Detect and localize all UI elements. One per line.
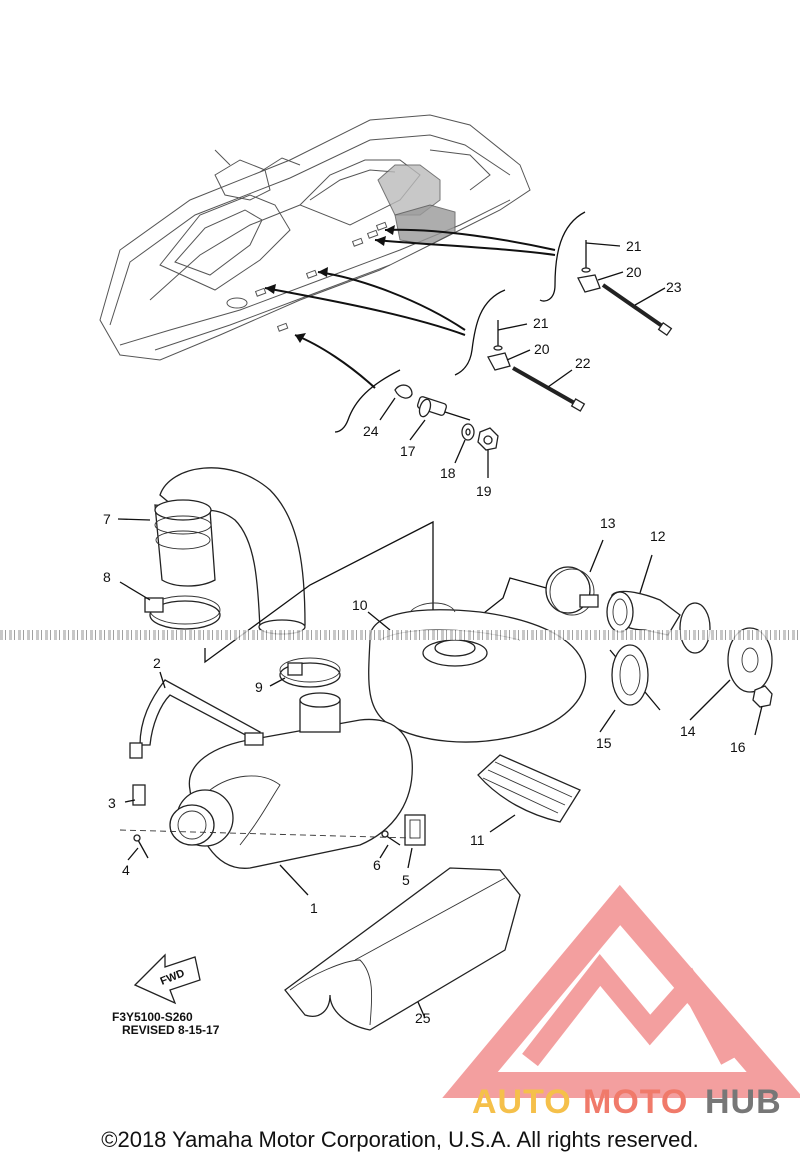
part-12-exhaust-joint: [606, 554, 681, 636]
callout-5: 5: [402, 872, 410, 888]
callout-19: 19: [476, 483, 492, 499]
part-9-hose-clamp: [269, 657, 341, 688]
part-7-exhaust-hose: [117, 467, 306, 635]
part-20-grommet-upper: [577, 271, 624, 293]
part-13-hose-clamp: [545, 539, 604, 616]
callout-20b: 20: [534, 341, 550, 357]
callout-11: 11: [470, 832, 485, 848]
part-8-hose-clamp: [119, 581, 221, 630]
group-brackets: [334, 211, 586, 433]
part-20-grommet-lower: [487, 349, 531, 371]
callout-21a: 21: [626, 238, 642, 254]
part-25-cover: [284, 867, 521, 1031]
callout-17: 17: [400, 443, 416, 459]
callout-14: 14: [680, 723, 696, 739]
scan-artifact-line: [0, 630, 800, 640]
callout-13: 13: [600, 515, 616, 531]
callout-18: 18: [440, 465, 456, 481]
fastener-alignment-line: [119, 829, 413, 839]
callout-6: 6: [373, 857, 381, 873]
watermark-moto: MOTO: [583, 1083, 688, 1121]
part-4-rivet: [127, 834, 149, 861]
copyright-notice: ©2018 Yamaha Motor Corporation, U.S.A. A…: [101, 1127, 699, 1152]
callout-2: 2: [153, 655, 161, 671]
callout-8: 8: [103, 569, 111, 585]
callout-7: 7: [103, 511, 111, 527]
watercraft-hull-drawing: [99, 114, 531, 361]
callout-4: 4: [122, 862, 130, 878]
watermark-text: AUTO MOTO HUB: [472, 1083, 782, 1121]
callout-21b: 21: [533, 315, 549, 331]
diagram-code: F3Y5100-S260: [112, 1010, 193, 1024]
part-15-flange: [599, 644, 649, 733]
watermark-hub: HUB: [705, 1083, 782, 1121]
watermark-logo-mark: [442, 884, 800, 1098]
part-2-strap: [129, 671, 264, 759]
callout-15: 15: [596, 735, 612, 751]
part-10-water-lock: [367, 602, 587, 743]
hull-leader-arrows: [264, 225, 556, 389]
part-22-cable-tie: [512, 366, 586, 412]
part-3-bracket: [124, 784, 146, 806]
part-17-bolt: [409, 396, 471, 441]
forward-direction-arrow: FWD: [133, 953, 201, 1005]
callout-12: 12: [650, 528, 666, 544]
part-18-washer: [454, 423, 475, 464]
part-16-nut: [752, 685, 773, 736]
callout-22: 22: [575, 355, 591, 371]
callout-16: 16: [730, 739, 746, 755]
part-21-pin-lower: [493, 320, 528, 351]
part-5-bracket: [404, 814, 426, 869]
revision-note: REVISED 8-15-17: [122, 1023, 220, 1037]
part-23-cable-tie: [601, 283, 673, 337]
part-14-gasket-plate: [679, 602, 773, 721]
callout-labels: 21 20 23 21 20 22 24 17 18 19 7 8 10 13 …: [103, 238, 746, 1026]
callout-20a: 20: [626, 264, 642, 280]
callout-3: 3: [108, 795, 116, 811]
watermark-auto: AUTO: [472, 1083, 572, 1121]
part-11-pad: [477, 754, 581, 833]
callout-25: 25: [415, 1010, 431, 1026]
callout-10: 10: [352, 597, 368, 613]
part-6-rivet: [379, 830, 401, 859]
callout-23: 23: [666, 279, 682, 295]
part-19-nut: [477, 427, 499, 478]
callout-9: 9: [255, 679, 263, 695]
callout-24: 24: [363, 423, 379, 439]
part-24-clip: [379, 384, 413, 421]
part-21-pin-upper: [581, 240, 621, 273]
callout-1: 1: [310, 900, 318, 916]
